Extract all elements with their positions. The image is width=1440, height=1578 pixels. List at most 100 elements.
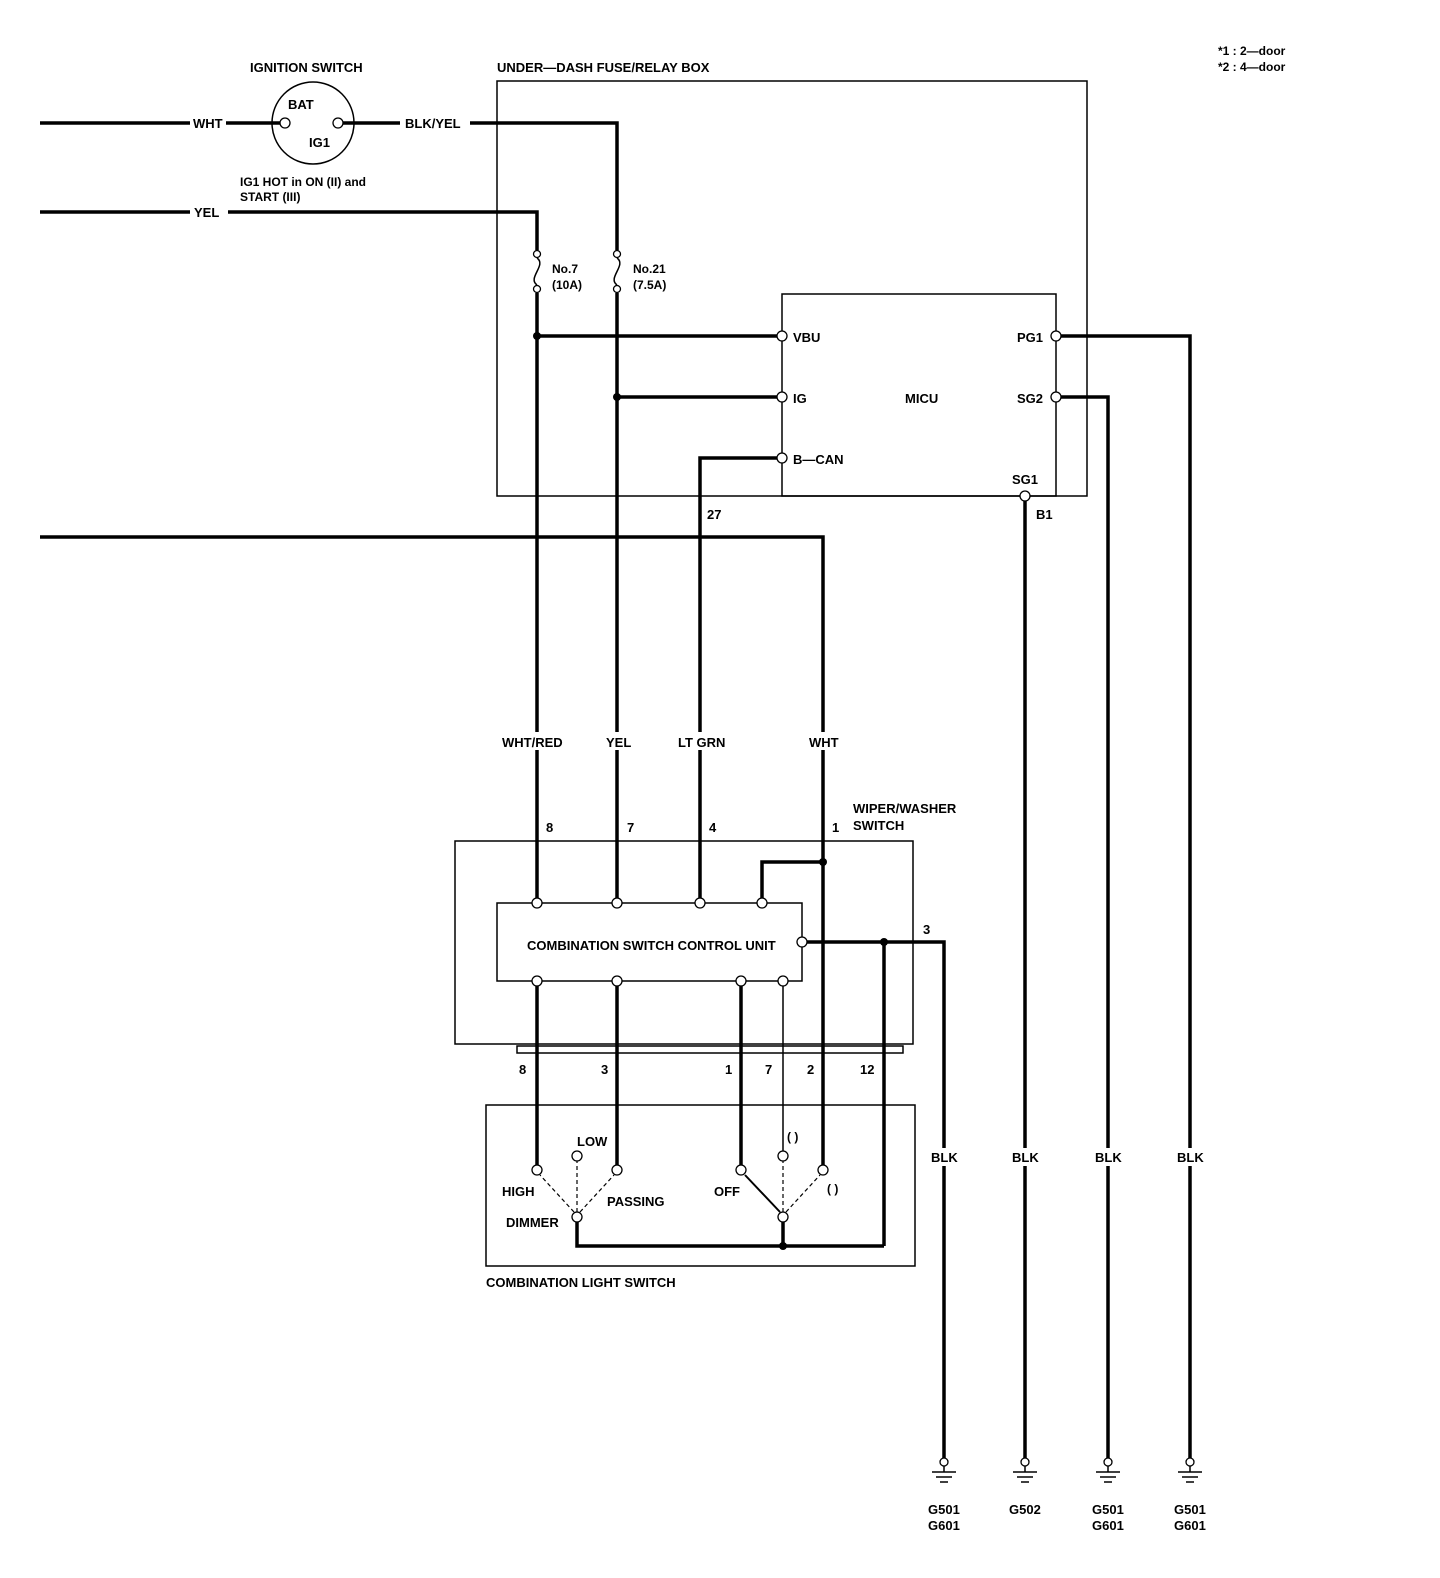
- ground-1-label-1: G501: [928, 1502, 960, 1517]
- wiper-off-terminal: [735, 1164, 747, 1176]
- note-4-door: *2 : 4—door: [1218, 60, 1286, 74]
- light-pin7: 7: [765, 1062, 772, 1077]
- ground-symbol-2: [1013, 1457, 1037, 1483]
- fuse-box-outline: [496, 80, 1088, 497]
- fuse7-name: No.7: [552, 262, 578, 276]
- fuse21-top-terminal: [612, 249, 622, 259]
- dimmer-high-terminal: [531, 1164, 543, 1176]
- fuse21-bottom-terminal: [612, 284, 622, 294]
- micu-vbu-label: VBU: [793, 330, 820, 345]
- light-switch-title: COMBINATION LIGHT SWITCH: [486, 1275, 676, 1290]
- cu-top-terminal-3: [694, 897, 706, 909]
- wire-wht: [40, 535, 825, 1165]
- fuse7-element: [533, 257, 541, 286]
- wiper-pin3: 3: [923, 922, 930, 937]
- ground-symbol-1: [932, 1457, 956, 1483]
- dimmer-high-path: [539, 1174, 575, 1213]
- micu-vbu-terminal: [776, 330, 788, 342]
- light-pin8: 8: [519, 1062, 526, 1077]
- wiper-pin4: 4: [709, 820, 717, 835]
- wire-blk-label-2: BLK: [1012, 1150, 1039, 1165]
- wire-yel-input-label: YEL: [194, 205, 219, 220]
- junction-vbu: [533, 332, 541, 340]
- junction-wht: [819, 858, 827, 866]
- wiper-pin7: 7: [627, 820, 634, 835]
- wire-light-switch-ground: [575, 1222, 884, 1248]
- wiper-switch-title-1: WIPER/WASHER: [853, 801, 957, 816]
- wiper-switch-title-2: SWITCH: [853, 818, 904, 833]
- ignition-bat-label: BAT: [288, 97, 314, 112]
- wire-wht-input-label: WHT: [193, 116, 223, 131]
- junction-light-ground: [779, 1242, 787, 1250]
- ground-3-label-2: G601: [1092, 1518, 1124, 1533]
- wire-sg2-ground: [1061, 395, 1110, 1462]
- micu-sg2-terminal: [1050, 391, 1062, 403]
- dimmer-passing-label: PASSING: [607, 1194, 665, 1209]
- wire-label-bg: [930, 1148, 960, 1166]
- fuse-box-title: UNDER—DASH FUSE/RELAY BOX: [497, 60, 710, 75]
- wire-label-bg: [1011, 1148, 1041, 1166]
- fuse21-name: No.21: [633, 262, 666, 276]
- wiper-off-path: [744, 1174, 781, 1213]
- dimmer-high-label: HIGH: [502, 1184, 535, 1199]
- wire-wht-red-label: WHT/RED: [502, 735, 563, 750]
- cu-bottom-terminal-1: [531, 975, 543, 987]
- wire-label-bg: [604, 732, 632, 750]
- note-2-door: *1 : 2—door: [1218, 44, 1286, 58]
- micu-ig-label: IG: [793, 391, 807, 406]
- wiper-right-terminal: [817, 1164, 829, 1176]
- control-unit-name: COMBINATION SWITCH CONTROL UNIT: [527, 938, 776, 953]
- micu-sg1-label: SG1: [1012, 472, 1038, 487]
- fuse21-element: [613, 257, 621, 286]
- light-pin1: 1: [725, 1062, 732, 1077]
- cu-bottom-terminal-2: [611, 975, 623, 987]
- wire-blk-yel-label: BLK/YEL: [405, 116, 461, 131]
- ignition-ig1-terminal: [332, 117, 344, 129]
- micu-bcan-terminal: [776, 452, 788, 464]
- wire-lt-grn: [698, 456, 777, 900]
- cu-bottom-terminal-3: [735, 975, 747, 987]
- dimmer-low-label: LOW: [577, 1134, 608, 1149]
- micu-sg1-terminal: [1019, 490, 1031, 502]
- micu-ig-terminal: [776, 391, 788, 403]
- micu-pin27-label: 27: [707, 507, 721, 522]
- cu-right-terminal: [796, 936, 808, 948]
- wiper-common-terminal: [777, 1211, 789, 1223]
- wire-label-bg: [1176, 1148, 1206, 1166]
- light-pin3: 3: [601, 1062, 608, 1077]
- wire-yel-label: YEL: [606, 735, 631, 750]
- light-pin2: 2: [807, 1062, 814, 1077]
- dimmer-common-terminal: [571, 1211, 583, 1223]
- ground-1-label-2: G601: [928, 1518, 960, 1533]
- wire-pg1-ground: [1061, 334, 1192, 1462]
- micu-name: MICU: [905, 391, 938, 406]
- fuse7-rating: (10A): [552, 278, 582, 292]
- ground-symbol-3: [1096, 1457, 1120, 1483]
- wire-yel-to-fuse7: [228, 210, 539, 250]
- wiper-pin1: 1: [832, 820, 839, 835]
- ignition-switch-title: IGNITION SWITCH: [250, 60, 363, 75]
- wiper-pin8: 8: [546, 820, 553, 835]
- ground-4-label-1: G501: [1174, 1502, 1206, 1517]
- wire-label-bg: [1094, 1148, 1124, 1166]
- dimmer-label: DIMMER: [506, 1215, 559, 1230]
- ignition-hot-note-line2: START (III): [240, 190, 300, 204]
- cu-bottom-terminal-4: [777, 975, 789, 987]
- wire-wht-to-cu: [760, 860, 823, 898]
- wire-label-bg: [807, 732, 841, 750]
- ignition-bat-terminal: [279, 117, 291, 129]
- ground-symbol-4: [1178, 1457, 1202, 1483]
- ground-3-label-1: G501: [1092, 1502, 1124, 1517]
- micu-sg2-label: SG2: [1017, 391, 1043, 406]
- wire-label-bg: [500, 732, 572, 750]
- dimmer-passing-path: [579, 1174, 615, 1213]
- wire-blk-label-3: BLK: [1095, 1150, 1122, 1165]
- ground-2-label-1: G502: [1009, 1502, 1041, 1517]
- wire-blk-label-1: BLK: [931, 1150, 958, 1165]
- micu-pg1-terminal: [1050, 330, 1062, 342]
- micu-pg1-label: PG1: [1017, 330, 1043, 345]
- wire-lt-grn-label: LT GRN: [678, 735, 725, 750]
- ignition-ig1-label: IG1: [309, 135, 330, 150]
- junction-ig: [613, 393, 621, 401]
